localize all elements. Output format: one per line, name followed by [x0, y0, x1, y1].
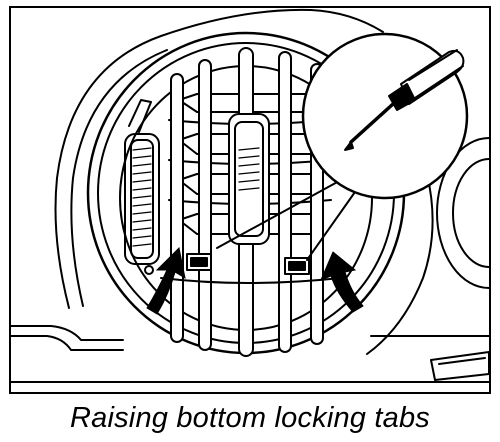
- locking-tab-left: [186, 253, 212, 271]
- figure-caption: Raising bottom locking tabs: [69, 402, 431, 434]
- figure-frame: [9, 6, 491, 394]
- vent-bottom-rail: [160, 277, 342, 284]
- screwdriver-icon: [344, 49, 465, 151]
- callout-pointer: [216, 179, 356, 261]
- thumbwheel: [124, 99, 160, 275]
- curved-arrow-icon: [146, 246, 364, 315]
- vent-removal-diagram: [11, 8, 489, 383]
- center-adjuster: [228, 113, 270, 245]
- right-knob: [436, 137, 489, 289]
- dashboard-panel: [11, 325, 489, 383]
- locking-tab-right: [284, 257, 310, 275]
